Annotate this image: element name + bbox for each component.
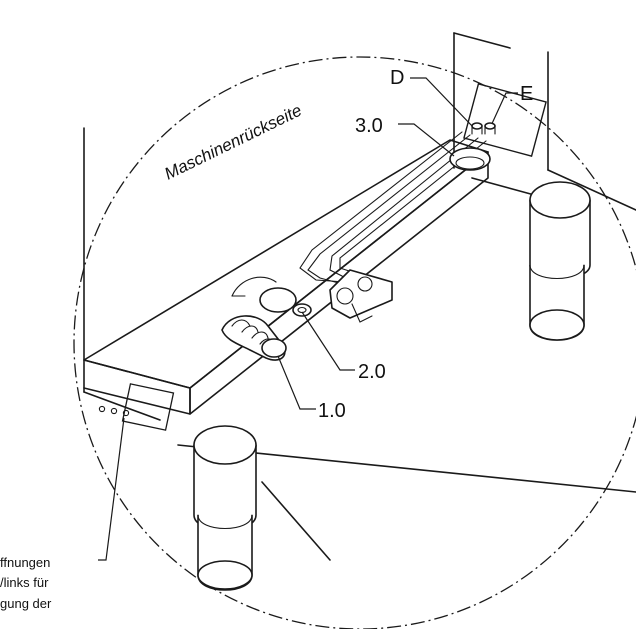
- detail-circle: [73, 56, 636, 630]
- side-note-line-3: gung der: [0, 596, 52, 611]
- machine-back-panel: [83, 32, 636, 561]
- side-note-line-2: /links für: [0, 575, 49, 590]
- corrugated-hose: [221, 315, 287, 361]
- callout-3-0: 3.0: [355, 115, 383, 137]
- callout-e: E: [520, 83, 533, 105]
- callout-d: D: [390, 67, 404, 89]
- drain-outlet-top: [449, 147, 491, 171]
- front-connection-plate: [98, 383, 175, 431]
- area-label-machine-rear: Maschinenrückseite: [161, 101, 304, 184]
- side-note: ffnungen /links für gung der: [0, 555, 52, 611]
- foot-right: [529, 181, 591, 341]
- foot-left: [193, 425, 257, 591]
- drain-port: [259, 287, 312, 317]
- base-channel: [83, 139, 489, 415]
- valve-block: [329, 269, 393, 323]
- leader-lines: [98, 77, 518, 561]
- callout-2-0: 2.0: [358, 361, 386, 383]
- callout-1-0: 1.0: [318, 400, 346, 422]
- connector-d-e: [471, 122, 496, 135]
- side-note-line-1: ffnungen: [0, 555, 50, 570]
